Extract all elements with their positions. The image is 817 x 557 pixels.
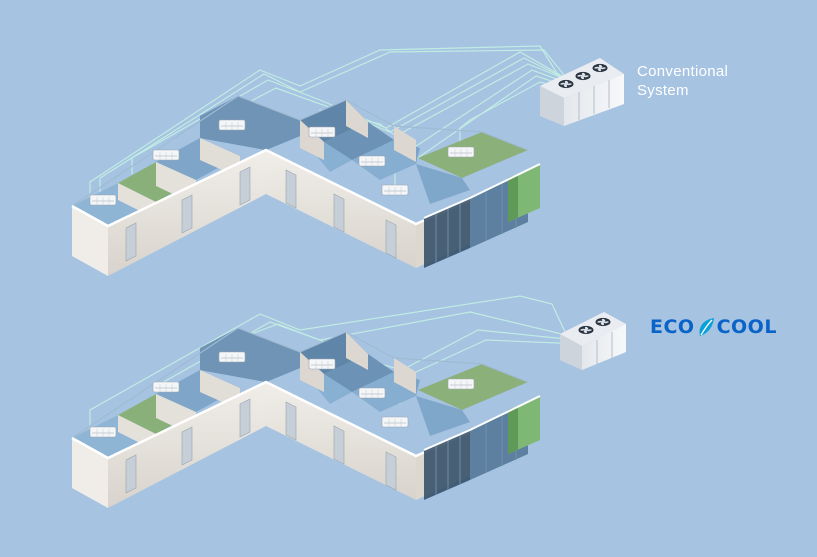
- leaf-icon: [699, 318, 714, 336]
- indoor-ac-unit-icon: [308, 126, 336, 138]
- ecocool-logo-right: COOL: [716, 316, 777, 338]
- indoor-ac-unit-icon: [447, 378, 475, 390]
- ecocool-logo-left: ECO: [650, 316, 695, 338]
- fan-icon: [575, 71, 591, 81]
- indoor-ac-unit-icon: [308, 358, 336, 370]
- indoor-ac-unit-icon: [152, 381, 180, 393]
- conventional-label-line1: Conventional: [637, 63, 729, 80]
- indoor-ac-unit-icon: [218, 351, 246, 363]
- indoor-ac-unit-icon: [381, 416, 409, 428]
- fan-icon: [592, 63, 608, 73]
- conventional-system-label: Conventional System: [637, 62, 728, 100]
- indoor-ac-unit-icon: [381, 184, 409, 196]
- fan-icon: [558, 79, 574, 89]
- indoor-ac-unit-icon: [218, 119, 246, 131]
- ecocool-logo: ECO COOL: [650, 316, 777, 338]
- indoor-ac-unit-icon: [89, 426, 117, 438]
- fan-icon: [578, 325, 594, 335]
- indoor-ac-unit-icon: [89, 194, 117, 206]
- conventional-label-line2: System: [637, 82, 689, 99]
- indoor-ac-unit-icon: [358, 387, 386, 399]
- conventional-outdoor-unit: [540, 58, 624, 126]
- indoor-ac-unit-icon: [358, 155, 386, 167]
- indoor-ac-unit-icon: [152, 149, 180, 161]
- fan-icon: [595, 317, 611, 327]
- indoor-ac-unit-icon: [447, 146, 475, 158]
- ecocool-building: [70, 326, 542, 510]
- ecocool-outdoor-unit: [560, 312, 626, 370]
- conventional-building: [70, 94, 542, 278]
